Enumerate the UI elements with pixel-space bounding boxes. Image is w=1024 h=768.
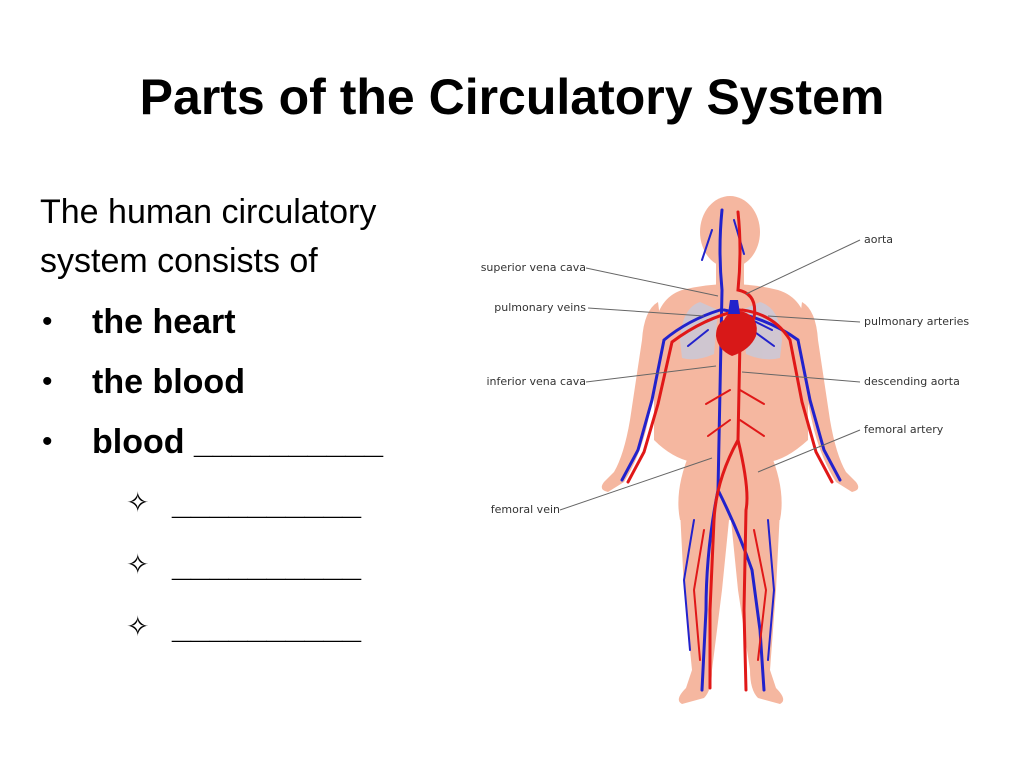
slide-body: The human circulatory system consists of… (40, 188, 460, 658)
heart (716, 300, 757, 356)
label-pulmonary-veins: pulmonary veins (494, 301, 586, 314)
sub-item-text: __________ (172, 546, 362, 584)
bullet-item-blood: • the blood (40, 352, 460, 412)
sparkle-star-icon: ✧ (126, 548, 150, 581)
diagram-labels: superior vena cava pulmonary veins infer… (481, 233, 970, 516)
label-femoral-vein: femoral vein (491, 503, 560, 516)
bullet-text: blood __________ (92, 423, 384, 461)
arteries (626, 210, 834, 692)
bullet-dot-icon: • (42, 425, 53, 458)
circulatory-diagram: superior vena cava pulmonary veins infer… (468, 190, 988, 730)
body-silhouette (601, 196, 859, 704)
sub-item-blank: ✧ __________ (40, 596, 460, 658)
intro-text: The human circulatory system consists of (40, 193, 377, 280)
sub-item-text: __________ (172, 484, 362, 522)
label-pulmonary-arteries: pulmonary arteries (864, 315, 969, 328)
bullet-dot-icon: • (42, 305, 53, 338)
label-inferior-vena-cava: inferior vena cava (486, 375, 586, 388)
sub-item-blank: ✧ __________ (40, 534, 460, 596)
sub-item-text: __________ (172, 608, 362, 646)
bullet-text: the heart (92, 303, 236, 341)
bullet-item-heart: • the heart (40, 292, 460, 352)
bullet-item-blood-blank: • blood __________ (40, 412, 460, 472)
label-aorta: aorta (864, 233, 893, 246)
bullet-text: the blood (92, 363, 245, 401)
sub-item-blank: ✧ __________ (40, 472, 460, 534)
slide-title: Parts of the Circulatory System (139, 69, 885, 125)
sub-bullet-list: ✧ __________ ✧ __________ ✧ __________ (40, 472, 460, 658)
sparkle-star-icon: ✧ (126, 610, 150, 643)
bullet-dot-icon: • (42, 365, 53, 398)
label-descending-aorta: descending aorta (864, 375, 960, 388)
bullet-list: • the heart • the blood • blood ________… (40, 292, 460, 472)
sparkle-star-icon: ✧ (126, 486, 150, 519)
label-femoral-artery: femoral artery (864, 423, 944, 436)
circulatory-diagram-svg: superior vena cava pulmonary veins infer… (481, 196, 970, 704)
label-superior-vena-cava: superior vena cava (481, 261, 586, 274)
leader-lines (559, 239, 861, 511)
